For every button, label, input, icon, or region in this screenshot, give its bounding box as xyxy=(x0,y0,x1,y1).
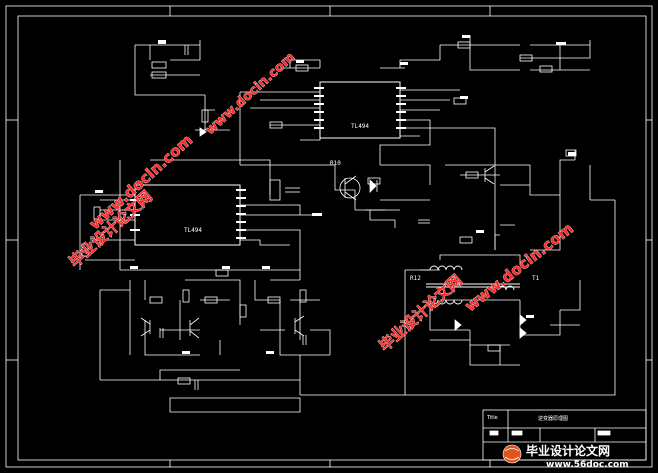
title-block xyxy=(482,409,647,461)
transistors xyxy=(140,165,495,339)
component-boxes xyxy=(81,41,577,385)
ic-left-label: TL494 xyxy=(184,227,202,234)
title-block-label: Title xyxy=(486,415,498,421)
transformer: R12 T1 xyxy=(410,265,540,305)
footer-logo-url: www.56doc.com xyxy=(546,460,629,470)
footer-logo-brand: 毕业设计论文网 xyxy=(526,443,610,458)
circuit-wires xyxy=(79,35,616,413)
ic-left: TL494 xyxy=(130,184,246,246)
svg-text:毕业设计论文网: 毕业设计论文网 xyxy=(376,271,466,355)
watermark-url-right: www.docin.com xyxy=(461,219,577,315)
diodes-capacitors xyxy=(159,45,527,390)
transformer-left-label: R12 xyxy=(410,275,421,282)
drawing-border xyxy=(5,5,653,468)
ic-upper-label: TL494 xyxy=(351,123,369,130)
footer-logo: 毕业设计论文网 www.56doc.com xyxy=(502,443,629,470)
svg-text:www.docin.com: www.docin.com xyxy=(461,219,577,315)
watermark-stamp-right: 毕业设计论文网 xyxy=(375,271,466,355)
logo-globe-icon xyxy=(502,444,522,464)
title-block-value: 逆变器原理图 xyxy=(538,415,568,422)
ic-upper: TL494 xyxy=(314,81,406,139)
transformer-right-label: T1 xyxy=(532,275,540,282)
resistor-label: R10 xyxy=(330,160,341,167)
terminal-pads xyxy=(95,35,576,354)
